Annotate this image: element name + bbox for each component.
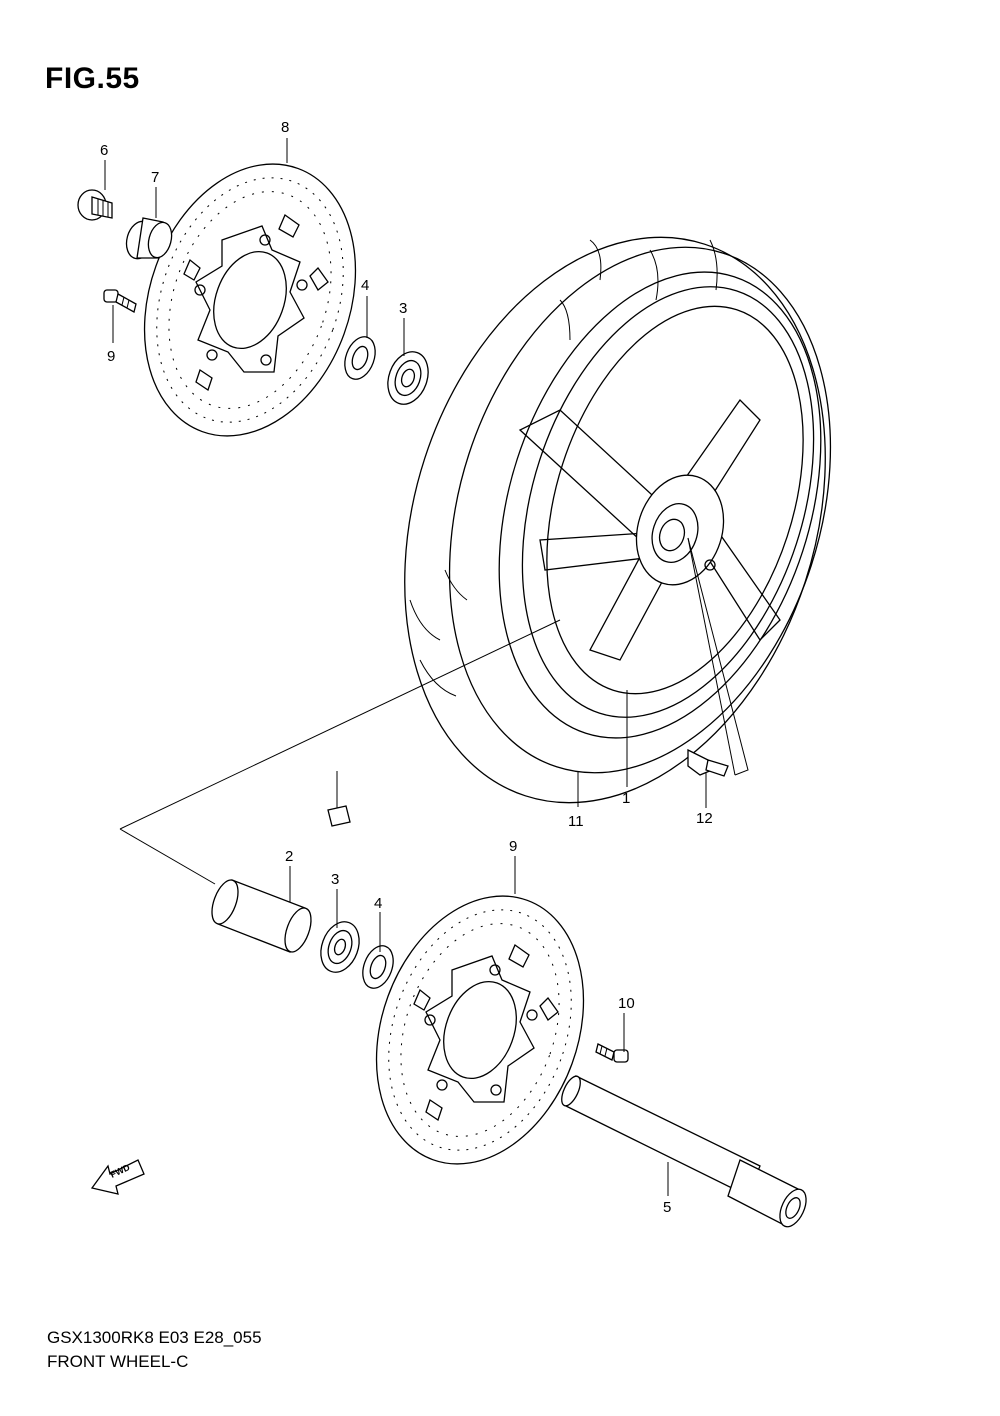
figure-title: FIG.55 — [45, 62, 140, 95]
callout-10: 11 — [568, 813, 584, 830]
callout-7: 7 — [151, 169, 159, 186]
callout-5: 5 — [663, 1199, 671, 1216]
oil-seal-lower — [362, 945, 394, 989]
callout-8-lower: 9 — [509, 838, 517, 855]
tire-valve — [687, 748, 729, 777]
callout-2: 2 — [285, 848, 293, 865]
disc-bolt-upper — [103, 289, 137, 313]
bearing-upper — [387, 351, 429, 405]
callout-4-upper: 4 — [361, 277, 369, 294]
callout-3-upper: 3 — [399, 300, 407, 317]
disc-bolt-lower — [595, 1043, 629, 1063]
callout-8-upper: 8 — [281, 119, 289, 136]
callout-9-lower: 10 — [618, 995, 635, 1012]
model-code: GSX1300RK8 E03 E28_055 — [47, 1328, 262, 1347]
balancer-weight — [327, 805, 351, 827]
callout-4-lower: 4 — [374, 895, 382, 912]
oil-seal-upper — [344, 336, 376, 380]
leader-lines — [104, 138, 749, 1196]
brake-disc-upper — [143, 163, 357, 437]
callout-9-upper: 9 — [107, 348, 115, 365]
callout-3-lower: 3 — [331, 871, 339, 888]
callout-11: 12 — [696, 810, 713, 827]
forward-direction-icon: FWD — [90, 1159, 145, 1195]
front-wheel-assembly — [404, 236, 832, 804]
callout-labels: 8 6 7 9 4 3 1 11 12 2 3 4 9 10 5 — [100, 119, 713, 1216]
front-axle — [561, 1075, 807, 1228]
callout-6: 6 — [100, 142, 108, 159]
wheel-spacer — [211, 879, 312, 953]
bearing-lower — [320, 921, 360, 973]
axle-cap-bolt — [77, 189, 113, 221]
callout-1: 1 — [622, 790, 630, 807]
part-section-title: FRONT WHEEL-C — [47, 1352, 189, 1371]
brake-disc-lower — [375, 895, 585, 1165]
dust-seal-cap — [125, 217, 173, 260]
